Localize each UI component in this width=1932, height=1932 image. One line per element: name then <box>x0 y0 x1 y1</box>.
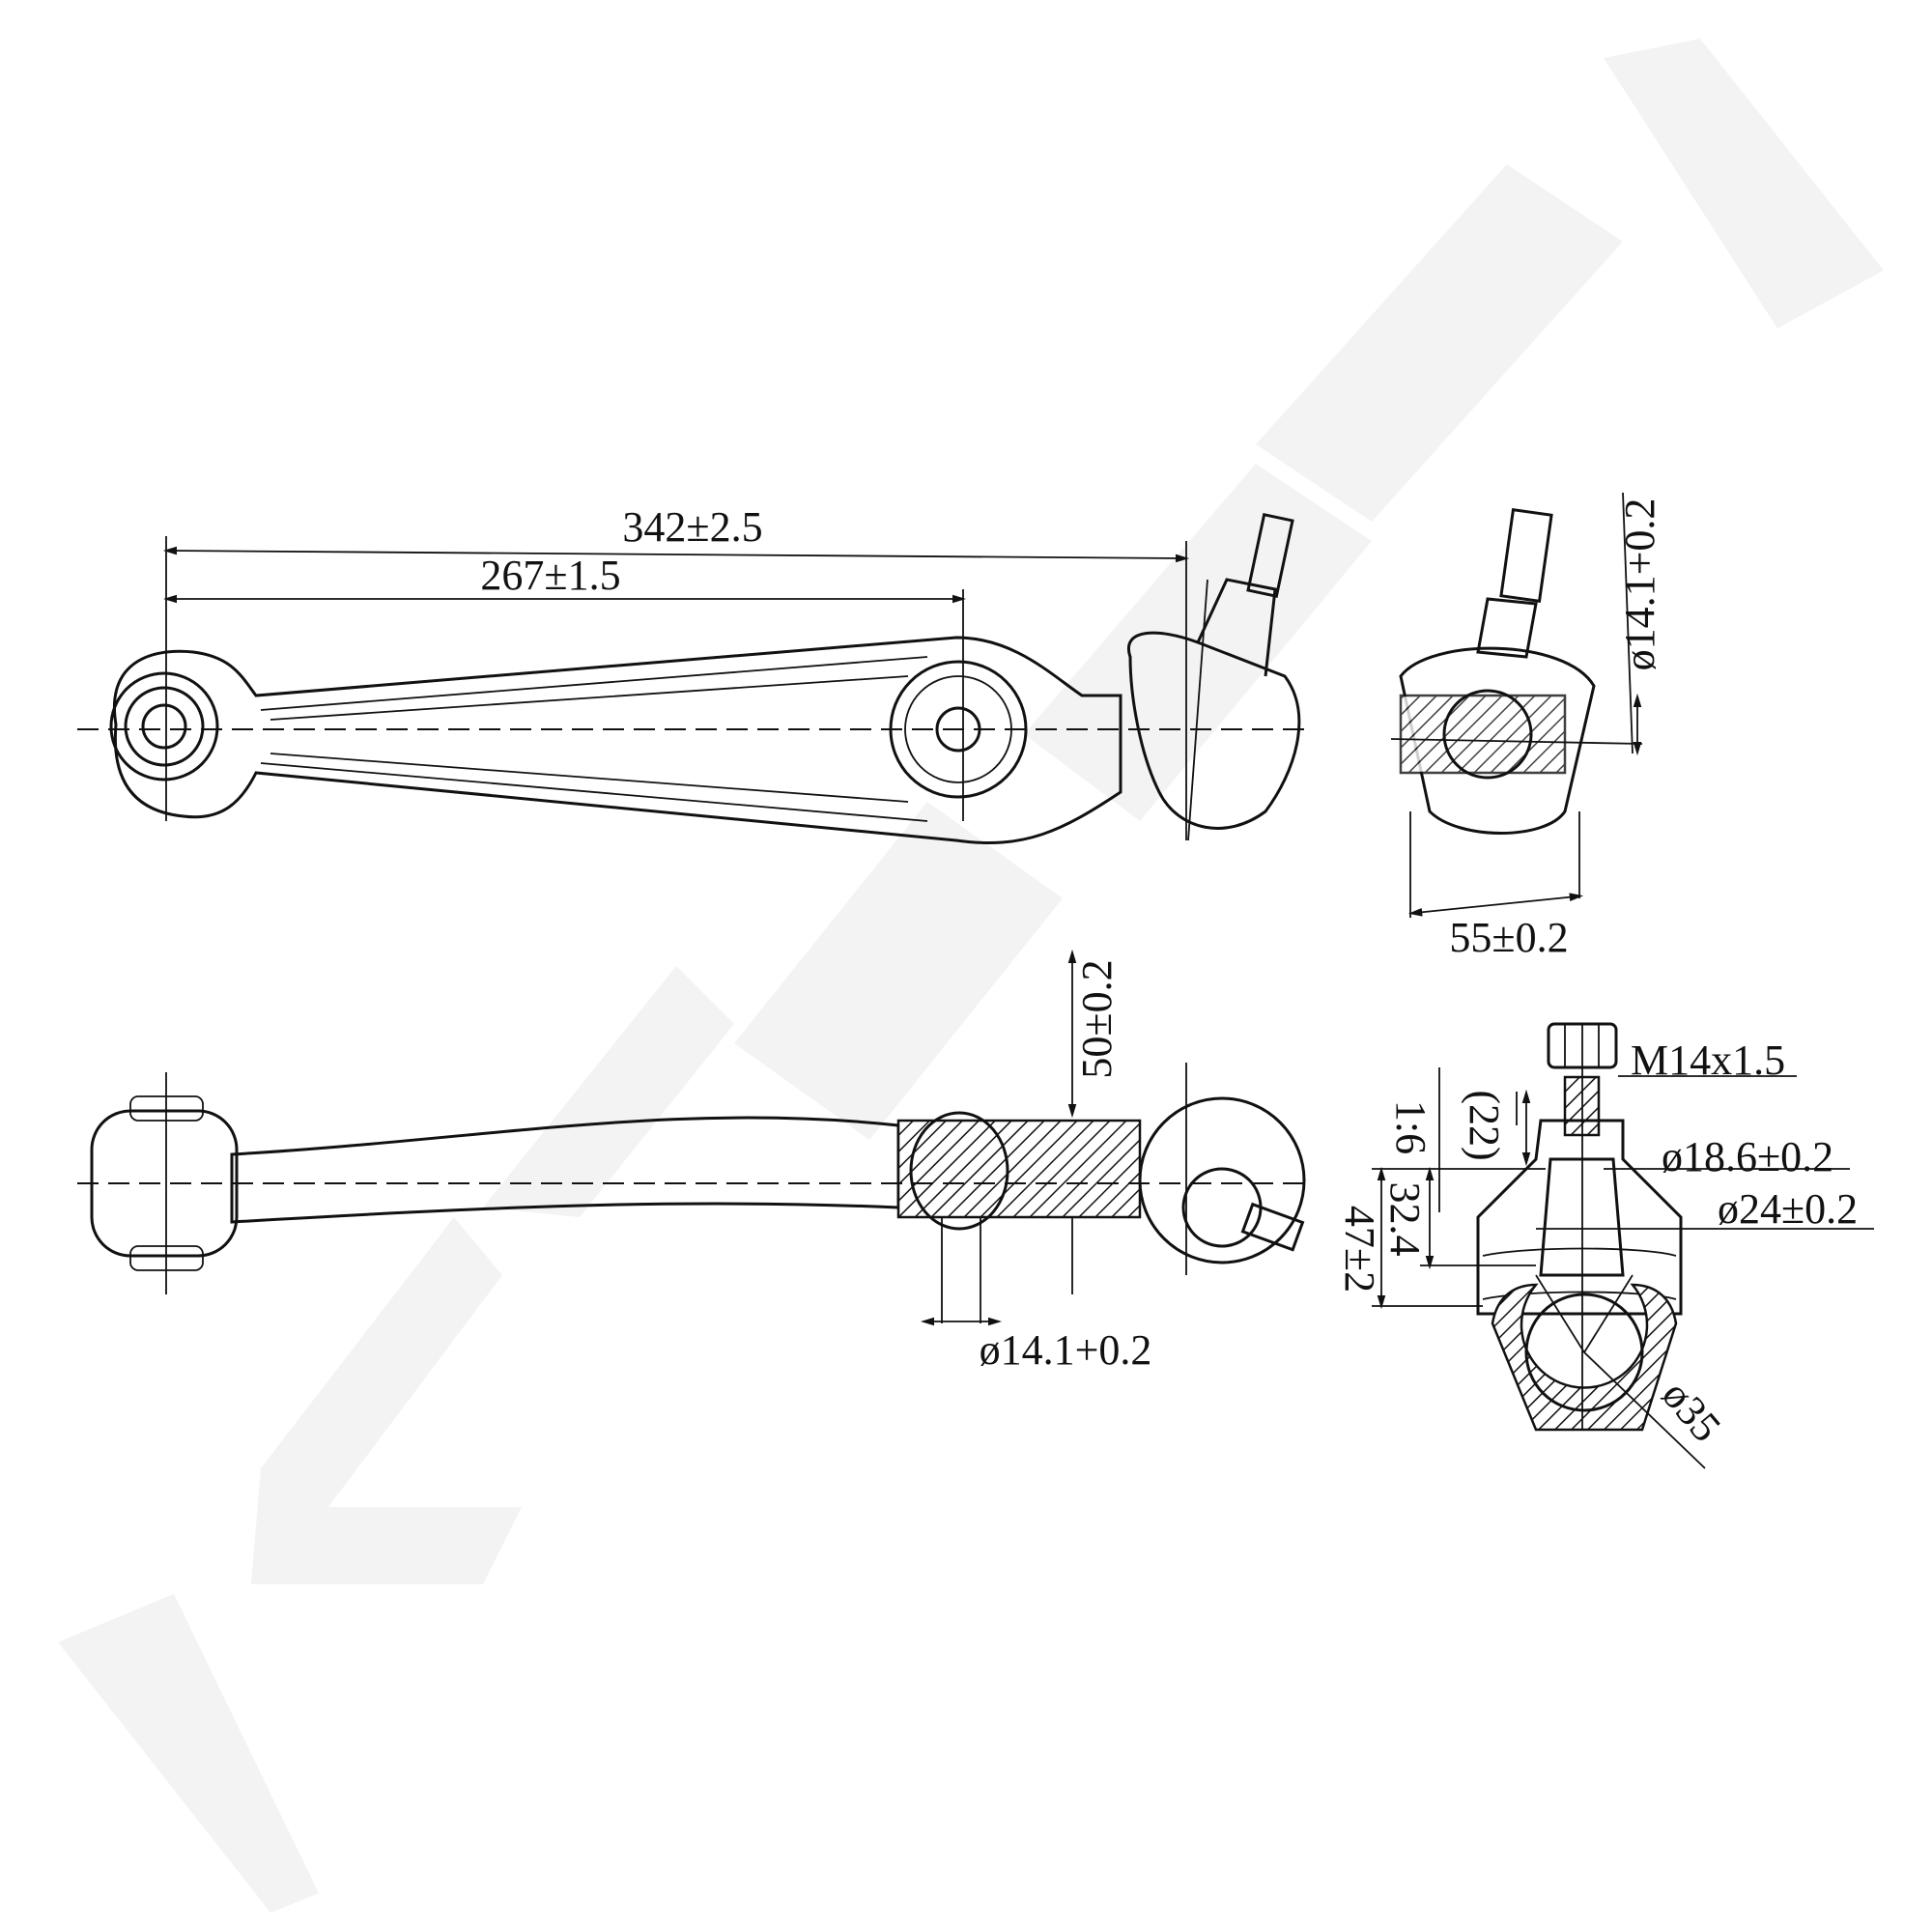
watermark-logo <box>58 39 1884 1913</box>
taper-ratio: 1:6 <box>1387 1100 1435 1154</box>
dim-length-reference: (22) <box>1461 1090 1508 1160</box>
dim-stud-diameter-side: ø14.1+0.2 <box>980 1326 1152 1374</box>
dim-arm-height: 50±0.2 <box>1073 959 1121 1078</box>
dim-ball-diameter: ø35 <box>1653 1372 1730 1451</box>
dim-total-height: 47±2 <box>1336 1206 1383 1293</box>
dim-bushing-length: 267±1.5 <box>480 552 620 599</box>
dim-taper-height: 32.4 <box>1381 1182 1429 1257</box>
dim-large-diameter: ø24±0.2 <box>1718 1185 1858 1233</box>
dim-overall-length: 342±2.5 <box>622 503 762 551</box>
thread-spec: M14x1.5 <box>1631 1037 1785 1084</box>
ball-joint-side-view: ø14.1+0.2 55±0.2 <box>1390 492 1663 961</box>
dim-small-diameter: ø18.6±0.2 <box>1662 1133 1833 1180</box>
dim-stud-diameter-top: ø14.1+0.2 <box>1616 498 1663 671</box>
ball-joint-section: M14x1.5 (22) 1:6 ø18.6±0.2 ø24±0.2 32.4 … <box>1336 1022 1874 1469</box>
dim-ball-joint-width: 55±0.2 <box>1449 914 1568 961</box>
side-view-arm: 50±0.2 ø14.1+0.2 <box>77 949 1314 1374</box>
top-view-arm: 342±2.5 267±1.5 <box>77 503 1304 844</box>
